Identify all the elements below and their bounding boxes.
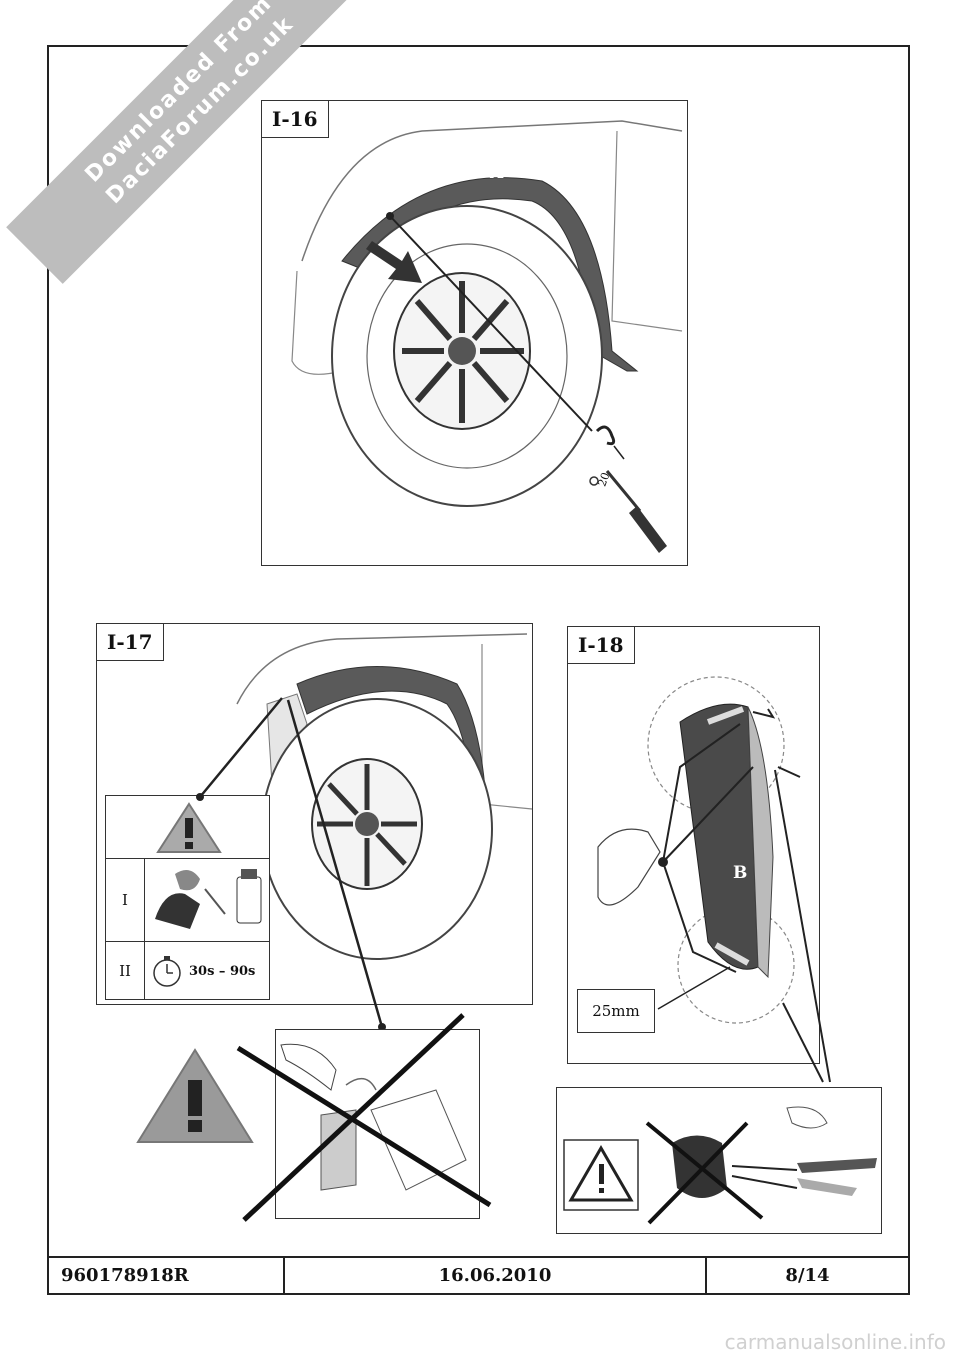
cleaning-hand-icon [155, 869, 262, 929]
step-number-2: II [106, 942, 145, 1000]
wheel-arch-drawing-i16 [291, 120, 683, 553]
warning-row [106, 796, 269, 859]
doc-date: 16.06.2010 [285, 1258, 707, 1293]
page-number: 8/14 [785, 1265, 830, 1286]
stopwatch-icon [153, 956, 181, 987]
trim-tape-drawing-i18 [597, 676, 801, 1024]
figure-i16: I-16 A B 20 [261, 100, 688, 566]
callout-b: B [360, 209, 375, 229]
site-watermark: carmanualsonline.info [724, 1330, 946, 1354]
callout-b-i18: B [733, 863, 748, 883]
doc-number: 960178918R [49, 1258, 285, 1293]
wait-time: 30s – 90s [189, 963, 256, 979]
cleaning-steps-table: I II 30s – 90s [105, 795, 270, 1000]
tape-warning-panel [556, 1087, 882, 1234]
tape-warning-illustration [563, 1106, 877, 1225]
figure-i17: I-17 I II [96, 623, 533, 1005]
step-number-1: I [106, 859, 145, 941]
figure-i18: I-18 B 25mm [567, 626, 820, 1064]
step-row-2: II 30s – 90s [106, 942, 269, 1000]
figure-label-i18: I-18 [568, 627, 635, 664]
crossed-primer-panel [275, 1029, 480, 1219]
measure-label: 25mm [577, 989, 655, 1033]
callout-a: A [490, 163, 504, 183]
figure-label-i17: I-17 [97, 624, 164, 661]
warning-triangle-icon [156, 802, 222, 853]
figure-label-i16: I-16 [262, 101, 329, 138]
primer-wipe-illustration [280, 1043, 467, 1191]
step-row-1: I [106, 859, 269, 942]
page-footer: 960178918R 16.06.2010 8/14 [47, 1256, 910, 1295]
